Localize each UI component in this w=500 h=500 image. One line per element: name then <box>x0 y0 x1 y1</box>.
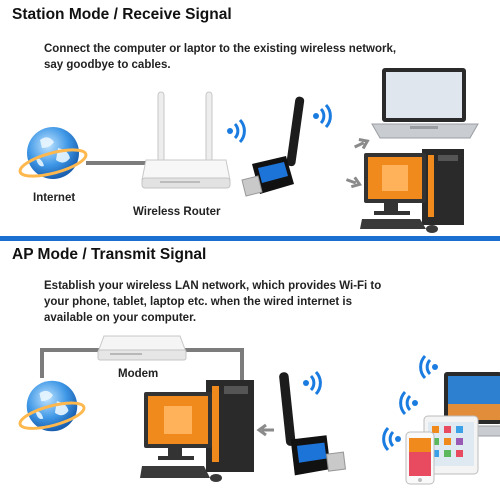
tablet-icon <box>423 415 479 475</box>
ap-description-line-2: your phone, tablet, laptop etc. when the… <box>44 296 352 308</box>
arrow-icon <box>354 137 370 150</box>
desktop-pc-icon <box>360 149 464 233</box>
wifi-icon <box>303 370 322 396</box>
router-label: Wireless Router <box>133 206 221 218</box>
wifi-icon <box>313 103 332 129</box>
desktop-pc-icon <box>140 380 254 482</box>
section-divider <box>0 236 500 241</box>
modem-label: Modem <box>118 368 159 380</box>
modem-icon <box>97 335 187 361</box>
arrow-icon <box>345 176 363 189</box>
laptop-icon <box>439 372 500 437</box>
usb-adapter-icon <box>241 96 305 197</box>
internet-label: Internet <box>33 192 76 204</box>
ap-mode-title: AP Mode / Transmit Signal <box>12 246 207 263</box>
station-description-line-1: Connect the computer or laptor to the ex… <box>44 43 397 55</box>
wifi-icon <box>399 390 418 416</box>
station-mode-title: Station Mode / Receive Signal <box>12 6 232 23</box>
ap-description-line-3: available on your computer. <box>44 312 197 324</box>
router-icon <box>141 91 231 189</box>
laptop-icon <box>371 68 479 139</box>
globe-icon <box>18 380 86 432</box>
station-description-line-2: say goodbye to cables. <box>44 59 171 71</box>
arrow-icon <box>256 423 274 437</box>
wifi-icon <box>382 426 401 452</box>
ap-description-line-1: Establish your wireless LAN network, whi… <box>44 280 382 292</box>
wifi-icon <box>419 354 438 380</box>
phone-icon <box>405 431 435 485</box>
wifi-icon <box>227 118 246 144</box>
globe-icon <box>18 127 88 179</box>
usb-adapter-icon <box>279 372 347 476</box>
